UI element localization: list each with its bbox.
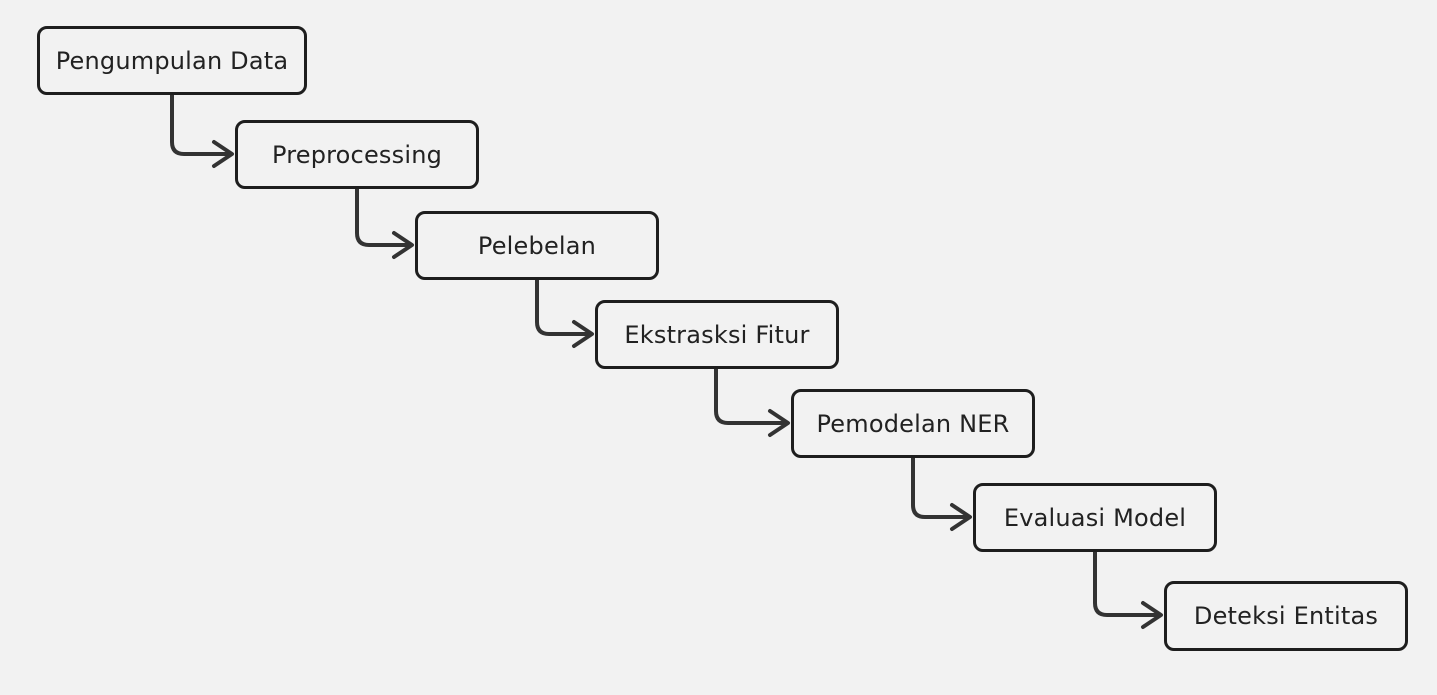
- edge-pengumpulan-to-preprocessing: [170, 93, 234, 168]
- edge-evaluasi-to-deteksi: [1093, 550, 1163, 629]
- step-label: Pelebelan: [477, 231, 597, 260]
- edge-preprocessing-to-pelebelan: [355, 187, 414, 259]
- step-deteksi-entitas: Deteksi Entitas: [1164, 581, 1408, 651]
- step-evaluasi-model: Evaluasi Model: [973, 483, 1217, 552]
- step-label: Pemodelan NER: [816, 409, 1010, 438]
- edge-pelebelan-to-ekstraksi: [535, 278, 594, 348]
- edge-ekstraksi-to-pemodelan: [714, 367, 790, 437]
- step-label: Preprocessing: [271, 140, 443, 169]
- edge-pemodelan-to-evaluasi: [911, 456, 972, 531]
- step-pengumpulan-data: Pengumpulan Data: [37, 26, 307, 95]
- step-label: Deteksi Entitas: [1193, 602, 1379, 630]
- step-label: Pengumpulan Data: [55, 46, 289, 75]
- step-preprocessing: Preprocessing: [235, 120, 479, 189]
- step-pemodelan-ner: Pemodelan NER: [791, 389, 1035, 458]
- step-label: Evaluasi Model: [1003, 503, 1187, 532]
- step-ekstraksi-fitur: Ekstrasksi Fitur: [595, 300, 839, 369]
- step-label: Ekstrasksi Fitur: [624, 320, 810, 349]
- step-pelebelan: Pelebelan: [415, 211, 659, 280]
